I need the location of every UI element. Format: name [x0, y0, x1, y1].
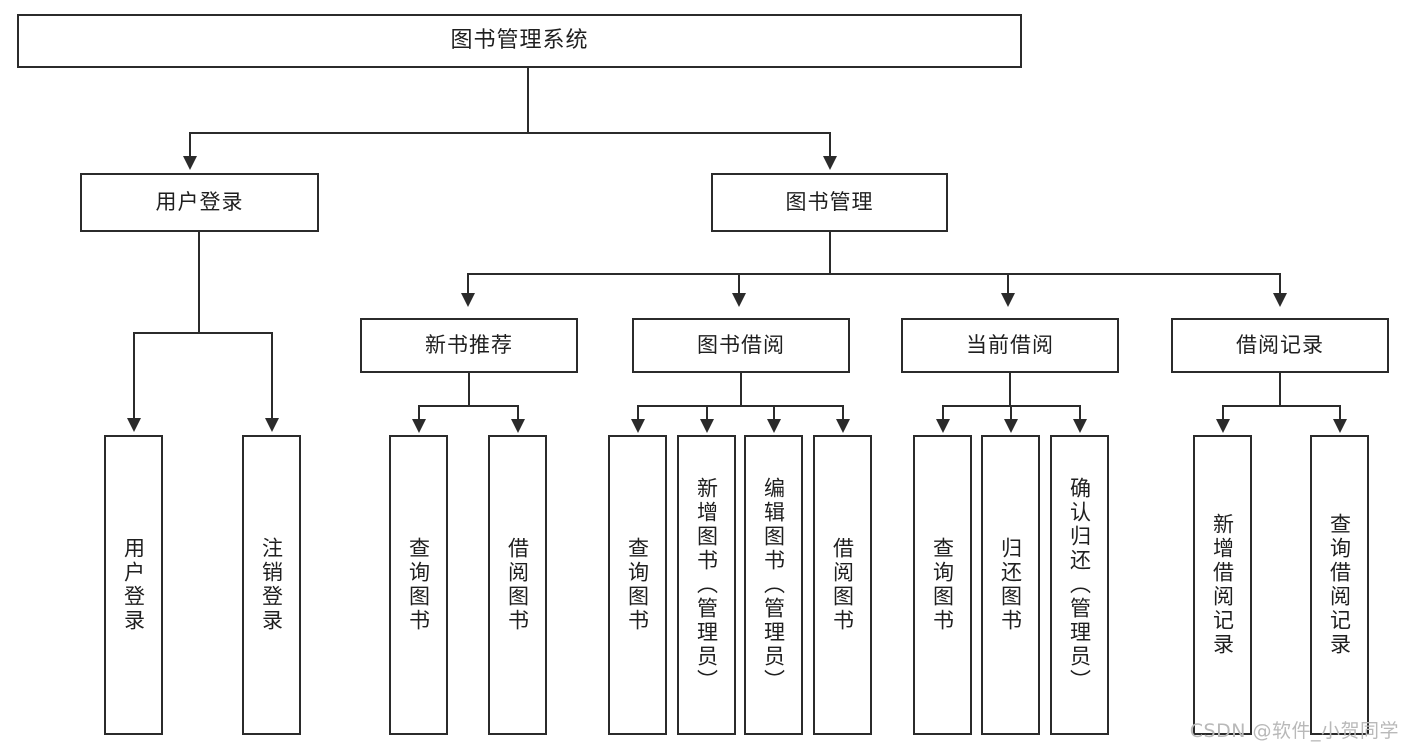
- leaf-current-query-books[interactable]: 查询图书: [913, 435, 972, 735]
- node-borrow-records[interactable]: 借阅记录: [1171, 318, 1389, 373]
- connector-newbook-stem: [468, 373, 470, 406]
- connector-borrow-to-l3: [773, 405, 775, 421]
- leaf-borrow-query-books[interactable]: 查询图书: [608, 435, 667, 735]
- arrowhead-newbook-to-l2: [511, 419, 525, 433]
- node-current-borrow[interactable]: 当前借阅: [901, 318, 1119, 373]
- connector-login-to-leaf2: [271, 332, 273, 420]
- leaf-logout[interactable]: 注销登录: [242, 435, 301, 735]
- connector-records-to-l1: [1222, 405, 1224, 421]
- connector-records-bus: [1222, 405, 1340, 407]
- connector-borrow-to-l1: [637, 405, 639, 421]
- leaf-borrow-edit-book-admin[interactable]: 编辑图书（管理员）: [744, 435, 803, 735]
- arrowhead-login-to-leaf2: [265, 418, 279, 432]
- leaf-user-login[interactable]: 用户登录: [104, 435, 163, 735]
- arrowhead-records-to-l1: [1216, 419, 1230, 433]
- connector-newbook-bus: [418, 405, 518, 407]
- leaf-newbook-borrow-books[interactable]: 借阅图书: [488, 435, 547, 735]
- connector-login-stem: [198, 232, 200, 333]
- arrowhead-newbook-to-l1: [412, 419, 426, 433]
- arrowhead-borrow-to-l2: [700, 419, 714, 433]
- connector-bookmgmt-to-c2: [738, 273, 740, 295]
- connector-borrow-to-l2: [706, 405, 708, 421]
- leaf-records-query-record[interactable]: 查询借阅记录: [1310, 435, 1369, 735]
- arrowhead-records-to-l2: [1333, 419, 1347, 433]
- connector-root-stem: [527, 68, 529, 133]
- leaf-borrow-borrow-books[interactable]: 借阅图书: [813, 435, 872, 735]
- leaf-records-add-record[interactable]: 新增借阅记录: [1193, 435, 1252, 735]
- arrowhead-bookmgmt-to-c3: [1001, 293, 1015, 307]
- leaf-newbook-query-books[interactable]: 查询图书: [389, 435, 448, 735]
- arrowhead-borrow-to-l1: [631, 419, 645, 433]
- arrowhead-root-to-bookmgmt: [823, 156, 837, 170]
- node-book-borrow[interactable]: 图书借阅: [632, 318, 850, 373]
- arrowhead-bookmgmt-to-c2: [732, 293, 746, 307]
- connector-current-to-l2: [1010, 405, 1012, 421]
- arrowhead-current-to-l1: [936, 419, 950, 433]
- connector-bookmgmt-to-c1: [467, 273, 469, 295]
- connector-bookmgmt-to-c3: [1007, 273, 1009, 295]
- connector-login-bus: [133, 332, 272, 334]
- leaf-current-confirm-return-admin[interactable]: 确认归还（管理员）: [1050, 435, 1109, 735]
- leaf-borrow-add-book-admin[interactable]: 新增图书（管理员）: [677, 435, 736, 735]
- node-root[interactable]: 图书管理系统: [17, 14, 1022, 68]
- connector-current-stem: [1009, 373, 1011, 406]
- node-user-login[interactable]: 用户登录: [80, 173, 319, 232]
- connector-root-to-bookmgmt: [829, 132, 831, 158]
- connector-current-to-l1: [942, 405, 944, 421]
- arrowhead-bookmgmt-to-c1: [461, 293, 475, 307]
- connector-records-to-l2: [1339, 405, 1341, 421]
- arrowhead-bookmgmt-to-c4: [1273, 293, 1287, 307]
- connector-current-to-l3: [1079, 405, 1081, 421]
- arrowhead-current-to-l3: [1073, 419, 1087, 433]
- connector-borrow-stem: [740, 373, 742, 406]
- node-new-book-recommend[interactable]: 新书推荐: [360, 318, 578, 373]
- node-book-management[interactable]: 图书管理: [711, 173, 948, 232]
- connector-bookmgmt-bus: [467, 273, 1281, 275]
- leaf-current-return-books[interactable]: 归还图书: [981, 435, 1040, 735]
- connector-bookmgmt-to-c4: [1279, 273, 1281, 295]
- connector-newbook-to-l2: [517, 405, 519, 421]
- connector-root-bus: [189, 132, 830, 134]
- connector-borrow-to-l4: [842, 405, 844, 421]
- arrowhead-login-to-leaf1: [127, 418, 141, 432]
- arrowhead-root-to-login: [183, 156, 197, 170]
- arrowhead-borrow-to-l4: [836, 419, 850, 433]
- connector-newbook-to-l1: [418, 405, 420, 421]
- arrowhead-current-to-l2: [1004, 419, 1018, 433]
- connector-records-stem: [1279, 373, 1281, 406]
- connector-login-to-leaf1: [133, 332, 135, 420]
- arrowhead-borrow-to-l3: [767, 419, 781, 433]
- connector-bookmgmt-stem: [829, 232, 831, 274]
- connector-root-to-login: [189, 132, 191, 158]
- connector-borrow-bus: [637, 405, 844, 407]
